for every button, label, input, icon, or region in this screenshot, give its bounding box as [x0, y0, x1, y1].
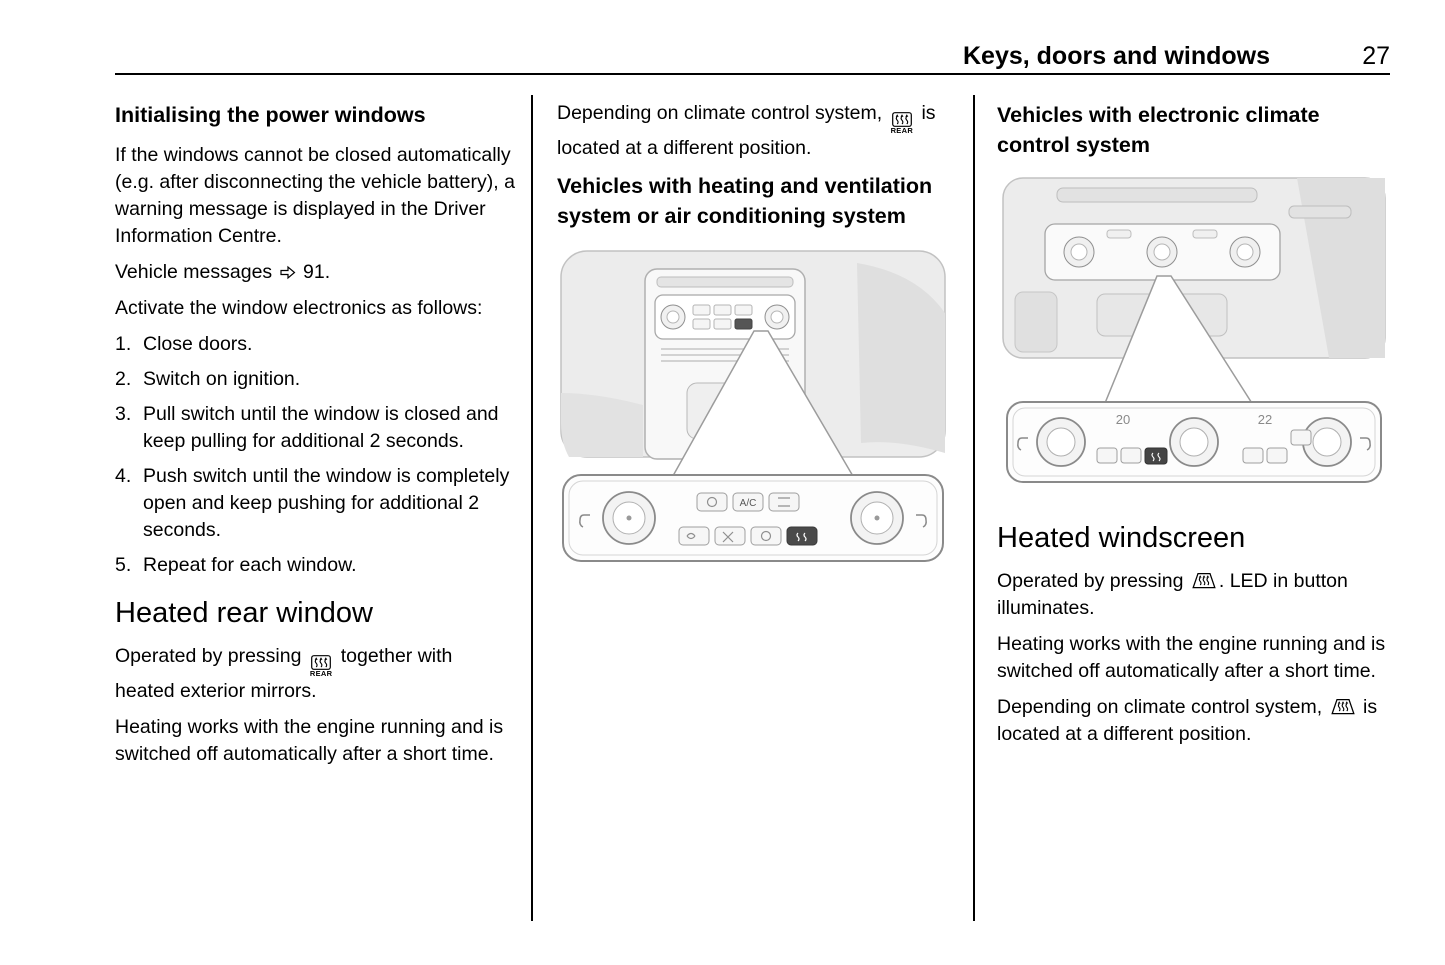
step-text: Repeat for each window. — [143, 554, 357, 576]
paragraph-text: together with heated exterior mirrors. — [115, 645, 453, 702]
list-item: 5. Repeat for each window. — [115, 552, 515, 579]
heated-windscreen-icon — [1191, 572, 1217, 589]
temp-display-left: 20 — [1116, 412, 1130, 427]
paragraph: Heating works with the engine running an… — [115, 716, 504, 765]
step-number: 4. — [115, 465, 132, 487]
column-divider — [973, 95, 975, 921]
page-number: 27 — [1362, 42, 1390, 70]
section-heading: Initialising the power windows — [115, 103, 426, 127]
section-title: Heated rear window — [115, 597, 373, 629]
paragraph-text: Depending on climate control system, — [997, 696, 1323, 718]
section-heading: Vehicles with electronic climate control… — [997, 103, 1320, 157]
numbered-list: 1. Close doors. 2. Switch on ignition. 3… — [115, 331, 515, 579]
list-item: 4. Push switch until the window is compl… — [115, 463, 515, 544]
step-number: 3. — [115, 403, 132, 425]
column-left: Initialising the power windows If the wi… — [115, 100, 515, 777]
paragraph: Depending on climate control system, REA… — [557, 100, 953, 162]
paragraph-text: is located at a different position. — [997, 696, 1378, 745]
heated-rear-window-icon: REAR — [310, 655, 332, 678]
paragraph-text: Operated by pressing — [997, 570, 1184, 592]
list-item: 2. Switch on ignition. — [115, 366, 515, 393]
paragraph: Depending on climate control system, is … — [997, 694, 1391, 748]
paragraph-text: Operated by pressing — [115, 645, 302, 667]
paragraph-text: is located at a different position. — [557, 102, 936, 159]
column-divider — [531, 95, 533, 921]
section-heading: Vehicles with heating and ventilation sy… — [557, 174, 933, 228]
paragraph: Activate the window electronics as follo… — [115, 297, 483, 319]
header-rule — [115, 73, 1390, 75]
paragraph: If the windows cannot be closed automati… — [115, 144, 515, 247]
ref-number: 91. — [303, 261, 331, 283]
ref-label: Vehicle messages — [115, 261, 273, 283]
heated-rear-window-icon: REAR — [891, 112, 913, 135]
column-right: Vehicles with electronic climate control… — [997, 100, 1391, 757]
climate-panel-illustration-manual-ac: A/C — [560, 250, 946, 562]
column-middle: Depending on climate control system, REA… — [557, 100, 953, 568]
list-item: 3. Pull switch until the window is close… — [115, 401, 515, 455]
step-number: 1. — [115, 333, 132, 355]
heated-windscreen-icon — [1330, 698, 1356, 715]
chapter-title: Keys, doors and windows — [963, 42, 1270, 70]
section-title: Heated windscreen — [997, 522, 1246, 554]
step-text: Close doors. — [143, 333, 253, 355]
cross-reference-line: Vehicle messages 91. — [115, 259, 515, 286]
climate-panel-illustration-electronic: 20 22 — [1002, 177, 1386, 483]
ac-button-label: A/C — [740, 498, 757, 509]
cross-reference-arrow-icon — [279, 265, 296, 280]
rear-icon-label: REAR — [890, 126, 914, 135]
temp-display-right: 22 — [1258, 412, 1272, 427]
paragraph: Heating works with the engine running an… — [997, 633, 1386, 682]
paragraph-text: Depending on climate control system, — [557, 102, 883, 124]
list-item: 1. Close doors. — [115, 331, 515, 358]
rear-icon-label: REAR — [309, 669, 333, 678]
step-text: Pull switch until the window is closed a… — [143, 403, 499, 452]
step-text: Switch on ignition. — [143, 368, 301, 390]
step-text: Push switch until the window is complete… — [143, 465, 510, 541]
step-number: 2. — [115, 368, 132, 390]
paragraph: Operated by pressing REAR together with … — [115, 643, 515, 705]
paragraph: Operated by pressing . LED in button ill… — [997, 568, 1391, 622]
paragraph-text: . LED in button illuminates. — [997, 570, 1348, 619]
step-number: 5. — [115, 554, 132, 576]
